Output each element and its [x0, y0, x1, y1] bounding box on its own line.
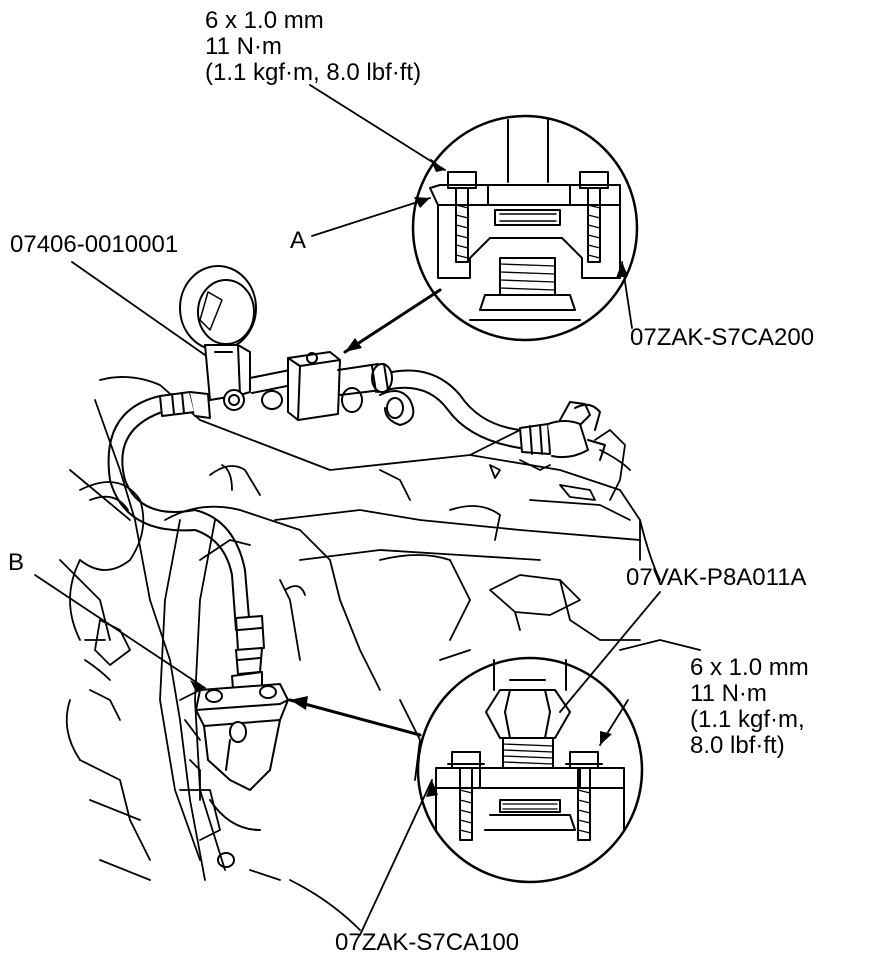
top-detail-circle	[411, 114, 639, 342]
arrowhead-top-adapter	[616, 262, 628, 278]
arrowhead-top-bolt	[430, 158, 445, 172]
bottom-bolt-torque-alt-1: (1.1 kgf·m,	[690, 706, 805, 733]
top-bolt-torque: 11 N·m	[205, 33, 282, 60]
bottom-bolt-spec: 6 x 1.0 mm 11 N·m (1.1 kgf·m, 8.0 lbf·ft…	[690, 655, 809, 759]
gauge-tool-label: 07406-0010001	[10, 231, 179, 258]
label-a: A	[290, 227, 307, 254]
bottom-adapter-label: 07ZAK-S7CA100	[335, 929, 520, 956]
detail-arrows	[288, 288, 442, 737]
label-b: B	[8, 549, 25, 576]
rubber-hose	[107, 369, 521, 871]
pipe-adapter-label: 07VAK-P8A011A	[626, 564, 807, 591]
arrowhead-bottom-detail	[290, 696, 308, 710]
bottom-adapter-block	[195, 683, 289, 868]
hose-fitting-left	[159, 391, 211, 419]
bottom-detail-circle	[416, 656, 644, 884]
arrowhead-top-detail	[345, 338, 362, 352]
bottom-bolt-size: 6 x 1.0 mm	[690, 654, 809, 681]
bottom-bolt-torque: 11 N·m	[690, 680, 767, 707]
pressure-gauge	[179, 265, 293, 411]
bottom-bolt-torque-alt-2: 8.0 lbf·ft)	[690, 732, 785, 759]
hose-coupling-right	[519, 401, 606, 461]
arrowhead-bottom-bolt	[600, 731, 612, 745]
top-adapter-label: 07ZAK-S7CA200	[630, 324, 815, 351]
top-bolt-spec: 6 x 1.0 mm 11 N·m (1.1 kgf·m, 8.0 lbf·ft…	[205, 8, 421, 86]
arrowhead-bottom-adapter	[426, 780, 438, 797]
arrowhead-label-a	[414, 197, 430, 208]
engine-block-outline	[59, 376, 701, 931]
top-bolt-size: 6 x 1.0 mm	[205, 7, 324, 34]
top-bolt-torque-alt: (1.1 kgf·m, 8.0 lbf·ft)	[205, 59, 422, 86]
arrowhead-label-b	[190, 680, 205, 692]
top-adapter-block	[287, 351, 415, 426]
arrowheads	[190, 158, 628, 797]
